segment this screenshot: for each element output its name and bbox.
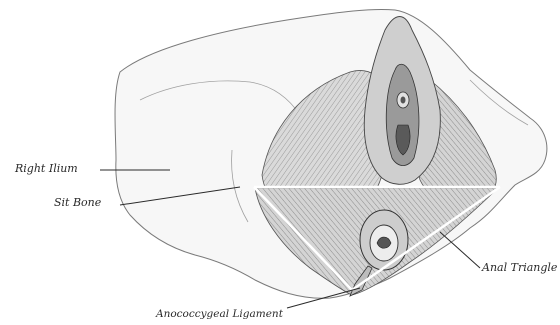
leader-anal-triangle — [440, 232, 480, 268]
label-sit-bone: Sit Bone — [54, 197, 101, 208]
label-anal-triangle: Anal Triangle — [482, 262, 557, 273]
label-anococcygeal-ligament: Anococcygeal Ligament — [156, 309, 283, 320]
label-right-ilium: Right Ilium — [15, 163, 78, 174]
